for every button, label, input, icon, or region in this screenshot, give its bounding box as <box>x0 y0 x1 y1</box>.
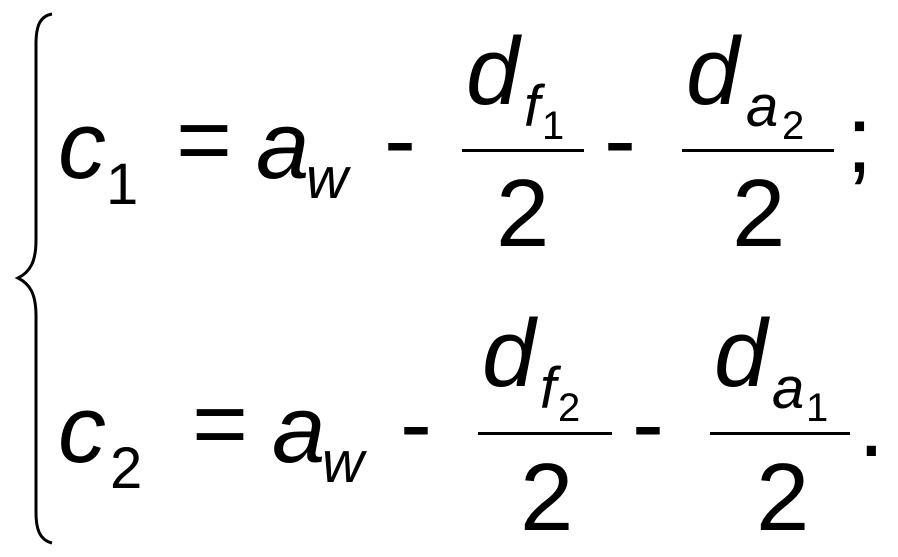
fraction-denominator: 2 <box>496 160 550 267</box>
fraction-bar <box>462 149 584 152</box>
fraction-numerator-subsubscript: 1 <box>806 386 829 430</box>
fraction-denominator: 2 <box>520 444 574 551</box>
fraction-bar <box>682 149 834 152</box>
fraction-numerator-subscript: a <box>746 74 779 139</box>
rhs-index: w <box>306 146 348 211</box>
fraction-numerator-subsubscript: 2 <box>558 386 581 430</box>
fraction-bar <box>710 432 850 435</box>
lhs-index: 1 <box>106 152 139 217</box>
terminator-punctuation: . <box>858 370 885 477</box>
fraction-denominator: 2 <box>732 160 786 267</box>
rhs-index: w <box>322 430 364 495</box>
fraction-numerator-variable: d <box>714 300 768 407</box>
fraction-numerator-variable: d <box>482 300 536 407</box>
fraction-numerator-subsubscript: 1 <box>542 104 565 148</box>
lhs-variable: c <box>58 376 106 483</box>
fraction-numerator-variable: d <box>686 18 740 125</box>
rhs-variable: a <box>256 92 310 199</box>
minus-sign: - <box>632 370 664 477</box>
minus-sign: - <box>384 86 416 193</box>
equals-sign: = <box>192 370 249 477</box>
fraction-numerator-variable: d <box>466 18 520 125</box>
fraction-numerator-subscript: f <box>540 356 557 421</box>
fraction-numerator-subscript: a <box>772 356 805 421</box>
fraction-bar <box>478 432 612 435</box>
terminator-punctuation: ; <box>846 86 873 193</box>
lhs-index: 2 <box>110 436 143 501</box>
minus-sign: - <box>400 370 432 477</box>
minus-sign: - <box>604 86 636 193</box>
lhs-variable: c <box>58 92 106 199</box>
rhs-variable: a <box>272 376 326 483</box>
equals-sign: = <box>176 86 233 193</box>
fraction-numerator-subsubscript: 2 <box>782 104 805 148</box>
fraction-numerator-subscript: f <box>524 74 541 139</box>
fraction-denominator: 2 <box>756 444 810 551</box>
